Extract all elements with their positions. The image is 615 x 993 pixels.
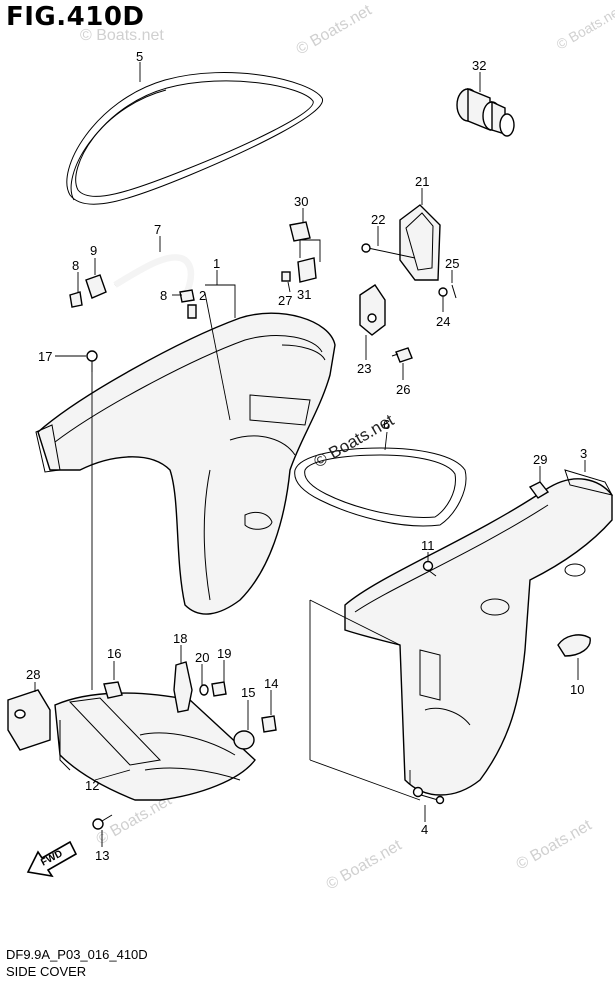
fwd-arrow-icon: FWD (28, 842, 76, 876)
figure-code: DF9.9A_P03_016_410D (6, 947, 148, 962)
part-19-20-bolt-washer (200, 682, 226, 696)
callout-5: 5 (136, 49, 143, 64)
callout-28: 28 (26, 667, 40, 682)
part-15-14-grommet-collar (234, 716, 276, 749)
part-17-screw (87, 351, 97, 372)
callout-11: 11 (421, 538, 435, 553)
part-3-side-cover-right (345, 470, 612, 795)
callout-23: 23 (357, 361, 371, 376)
callout-4: 4 (421, 822, 428, 837)
callout-12: 12 (85, 778, 99, 793)
callout-32: 32 (472, 58, 486, 73)
callout-8-top: 8 (72, 258, 79, 273)
watermark: © Boats.net (294, 2, 376, 59)
figure-title: FIG.410D (6, 2, 145, 32)
watermark: © Boats.net (324, 837, 406, 894)
callout-25: 25 (445, 256, 459, 271)
callout-19: 19 (217, 646, 231, 661)
callout-26: 26 (396, 382, 410, 397)
callout-9: 9 (90, 243, 97, 258)
callout-30: 30 (294, 194, 308, 209)
callout-24: 24 (436, 314, 450, 329)
callout-13: 13 (95, 848, 109, 863)
callout-8-hose: 8 (160, 288, 167, 303)
callout-6: 6 (383, 417, 390, 432)
part-23-clip (360, 285, 385, 335)
part-7-hose (70, 257, 196, 318)
callout-27: 27 (278, 293, 292, 308)
watermark: © Boats.net (514, 817, 596, 874)
callout-2: 2 (199, 288, 206, 303)
callout-31: 31 (297, 287, 311, 302)
callout-1: 1 (213, 256, 220, 271)
callout-18: 18 (173, 631, 187, 646)
callout-7: 7 (154, 222, 161, 237)
callout-16: 16 (107, 646, 121, 661)
callout-29: 29 (533, 452, 547, 467)
part-10-grommet (558, 635, 590, 656)
callout-14: 14 (264, 676, 278, 691)
part-16-clip (104, 682, 122, 698)
callout-15: 15 (241, 685, 255, 700)
part-26-bolt (392, 348, 412, 362)
part-28-pad (8, 690, 50, 750)
callout-3: 3 (580, 446, 587, 461)
figure-name: SIDE COVER (6, 964, 86, 979)
callout-10: 10 (570, 682, 584, 697)
part-5-seal-ring (67, 73, 323, 205)
watermark: © Boats.net (554, 2, 615, 53)
part-1-side-cover-left (36, 313, 335, 614)
part-30-cushion (282, 222, 316, 282)
part-18-bracket (174, 662, 192, 712)
part-32-grommet (457, 89, 514, 136)
callout-21: 21 (415, 174, 429, 189)
callout-22: 22 (371, 212, 385, 227)
callout-17: 17 (38, 349, 52, 364)
callout-20: 20 (195, 650, 209, 665)
